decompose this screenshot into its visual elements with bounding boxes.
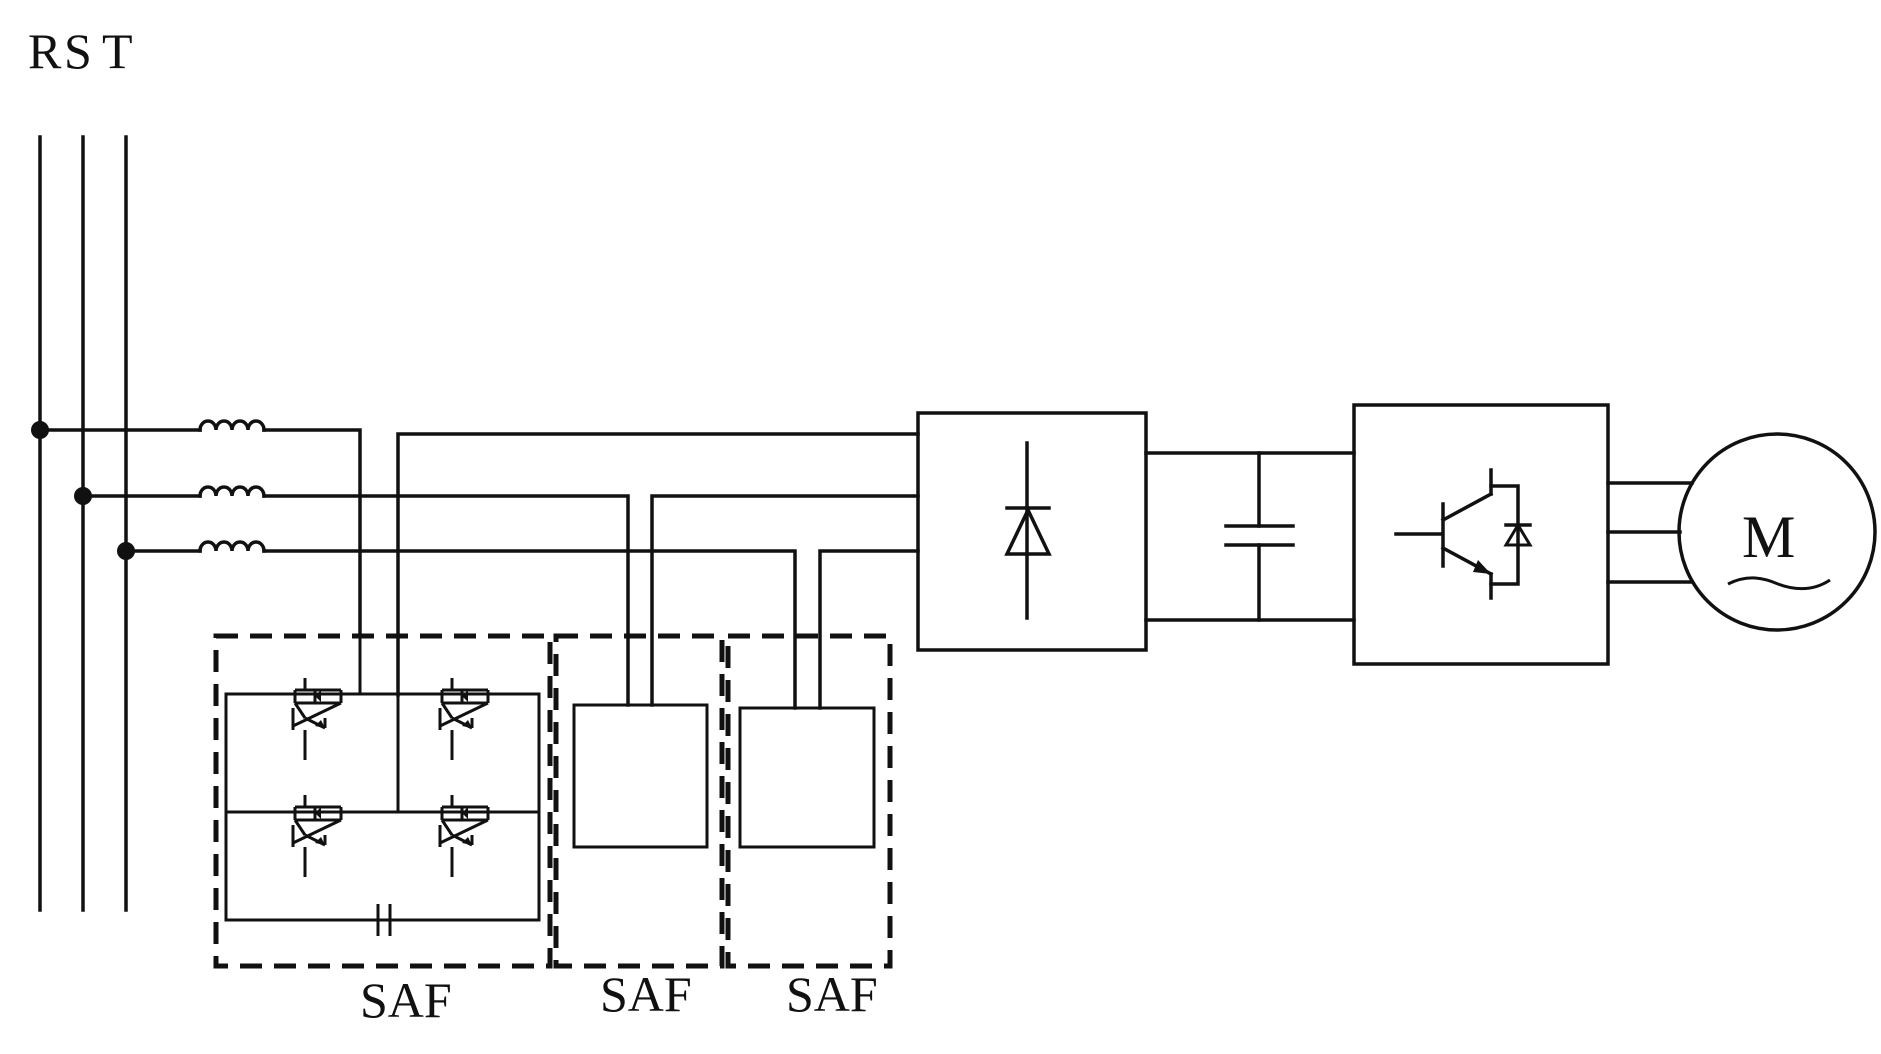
motor-leads bbox=[1606, 481, 1694, 584]
phase-lines bbox=[38, 419, 920, 710]
saf-label-1: SAF bbox=[360, 972, 452, 1028]
igbt-icon bbox=[1394, 468, 1533, 600]
igbt-icon bbox=[291, 676, 490, 879]
saf-label-2: SAF bbox=[600, 966, 692, 1022]
capacitor-icon bbox=[226, 904, 539, 936]
saf-module-2 bbox=[553, 633, 725, 969]
saf-module-1 bbox=[213, 633, 553, 969]
diode-icon bbox=[1004, 441, 1052, 620]
motor-icon bbox=[1677, 432, 1877, 632]
dc-link bbox=[1144, 451, 1356, 622]
phase-label-t: T bbox=[102, 23, 133, 79]
inductor-icon bbox=[198, 419, 266, 553]
saf-module-3 bbox=[725, 633, 893, 969]
motor-label: M bbox=[1742, 504, 1795, 570]
rectifier-block bbox=[916, 411, 1148, 652]
grid-bus bbox=[31, 135, 135, 912]
inverter-block bbox=[1352, 403, 1610, 666]
saf-label-3: SAF bbox=[786, 966, 878, 1022]
capacitor-icon bbox=[1224, 524, 1295, 547]
phase-label-s: S bbox=[64, 23, 92, 79]
phase-label-r: R bbox=[28, 23, 62, 79]
